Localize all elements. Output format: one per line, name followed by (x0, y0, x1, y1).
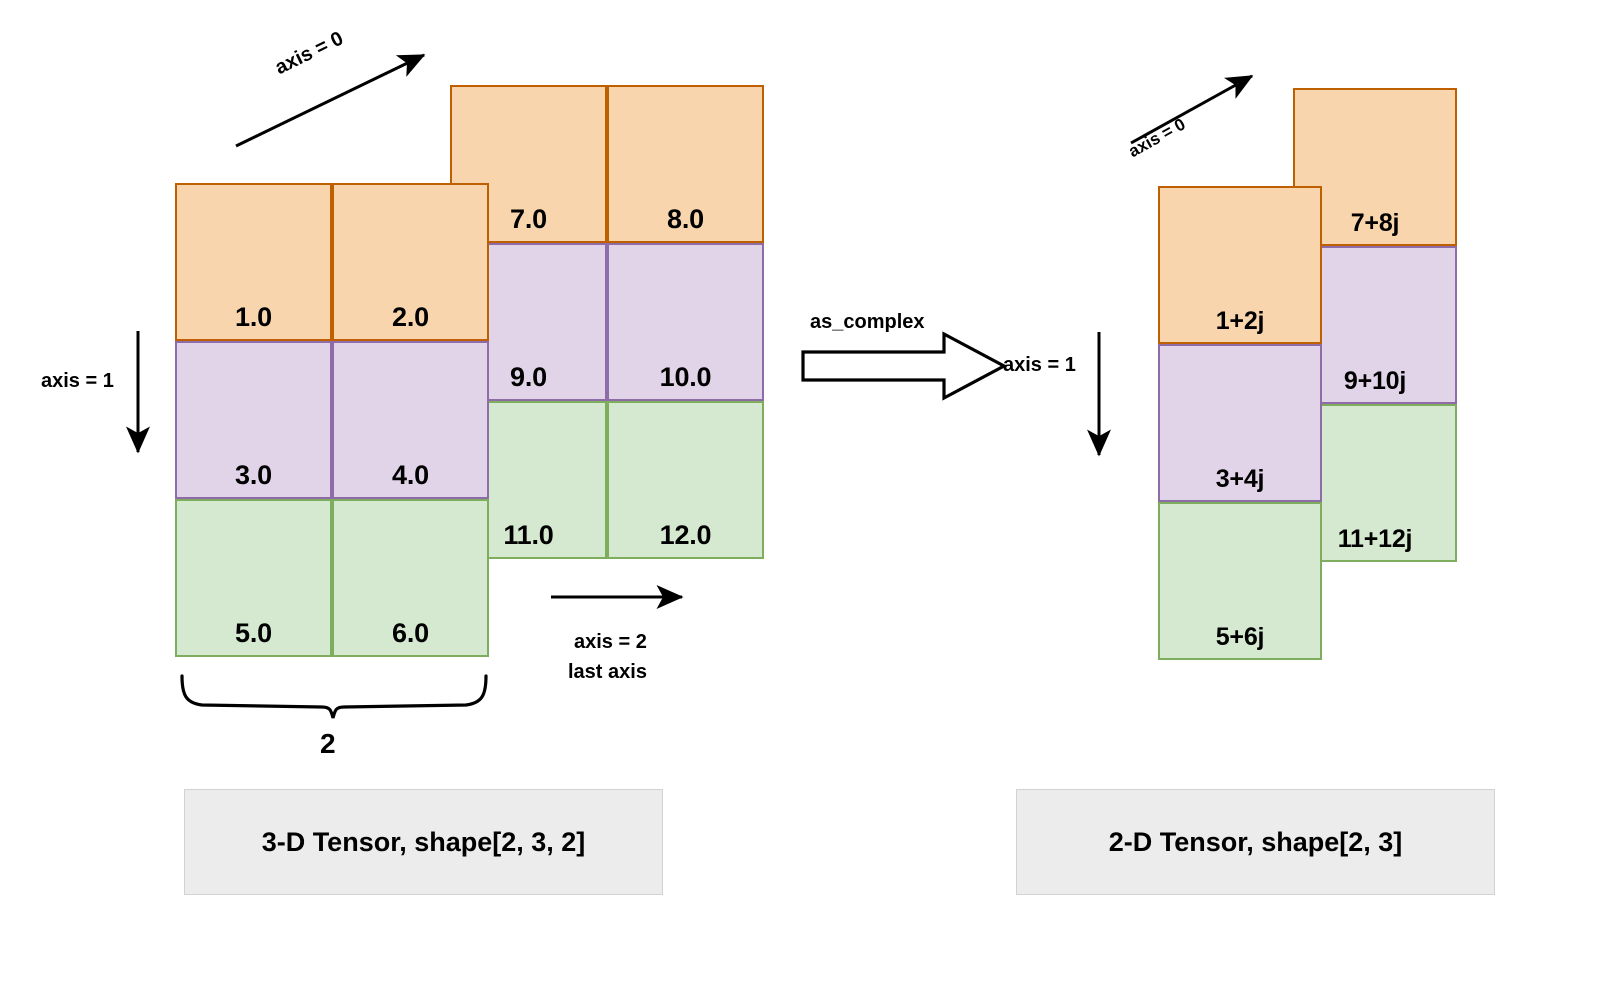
cell-value: 3+4j (1215, 465, 1265, 493)
left-front-cell-1: 1.0 (175, 183, 332, 341)
cell-value: 4.0 (392, 460, 429, 490)
as-complex-arrow (801, 331, 1008, 401)
right-front-cell-3-4j: 3+4j (1158, 344, 1322, 502)
cell-value: 2.0 (392, 302, 429, 332)
right-front-cell-5-6j: 5+6j (1158, 502, 1322, 660)
caption-text: 2-D Tensor, shape[2, 3] (1108, 826, 1403, 857)
cell-value: 9+10j (1343, 367, 1407, 395)
cell-value: 5+6j (1215, 623, 1265, 651)
cell-value: 8.0 (667, 204, 704, 234)
cell-value: 5.0 (235, 618, 272, 648)
cell-value: 7.0 (510, 204, 547, 234)
right-axis1-label: axis = 1 (1003, 354, 1076, 376)
cell-value: 1+2j (1215, 307, 1265, 335)
left-back-cell-12: 12.0 (607, 401, 764, 559)
left-back-cell-10: 10.0 (607, 243, 764, 401)
cell-value: 7+8j (1350, 209, 1400, 237)
left-front-cell-2: 2.0 (332, 183, 489, 341)
cell-value: 12.0 (659, 520, 712, 550)
cell-value: 11.0 (503, 520, 554, 550)
left-front-cell-5: 5.0 (175, 499, 332, 657)
cell-value: 1.0 (235, 302, 272, 332)
left-tensor-caption: 3-D Tensor, shape[2, 3, 2] (184, 789, 663, 895)
left-back-cell-8: 8.0 (607, 85, 764, 243)
left-axis2-label-line1: axis = 2 (574, 631, 647, 653)
width-brace (180, 674, 488, 719)
right-tensor-caption: 2-D Tensor, shape[2, 3] (1016, 789, 1495, 895)
left-front-cell-6: 6.0 (332, 499, 489, 657)
right-axis0-label: axis = 0 (1125, 114, 1189, 162)
cell-value: 3.0 (235, 460, 272, 490)
cell-value: 6.0 (392, 618, 429, 648)
left-axis1-label: axis = 1 (41, 370, 114, 392)
left-axis0-label: axis = 0 (271, 27, 347, 80)
cell-value: 9.0 (510, 362, 547, 392)
right-front-cell-1-2j: 1+2j (1158, 186, 1322, 344)
left-axis2-label-line2: last axis (568, 661, 647, 683)
cell-value: 11+12j (1337, 525, 1413, 553)
left-back-cell-9: 9.0 (450, 243, 607, 401)
left-front-cell-3: 3.0 (175, 341, 332, 499)
caption-text: 3-D Tensor, shape[2, 3, 2] (261, 826, 586, 857)
as-complex-label: as_complex (810, 311, 925, 333)
left-front-cell-4: 4.0 (332, 341, 489, 499)
left-axis0-arrow (235, 53, 426, 148)
brace-size-label: 2 (320, 728, 336, 759)
cell-value: 10.0 (659, 362, 712, 392)
